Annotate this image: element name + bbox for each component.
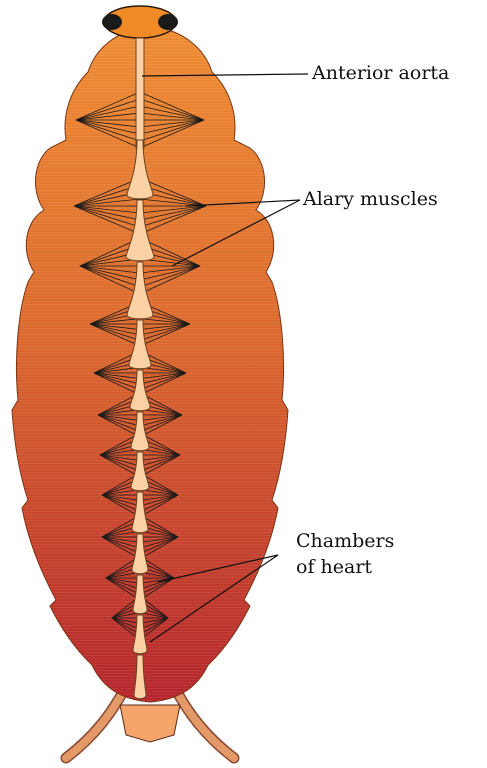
- head: [102, 6, 178, 38]
- label-chambers-line2: of heart: [296, 554, 372, 580]
- label-chambers-line1: Chambers: [296, 528, 394, 554]
- label-alary-muscles: Alary muscles: [303, 186, 438, 212]
- anterior-aorta: [136, 38, 144, 148]
- label-anterior-aorta: Anterior aorta: [312, 60, 449, 86]
